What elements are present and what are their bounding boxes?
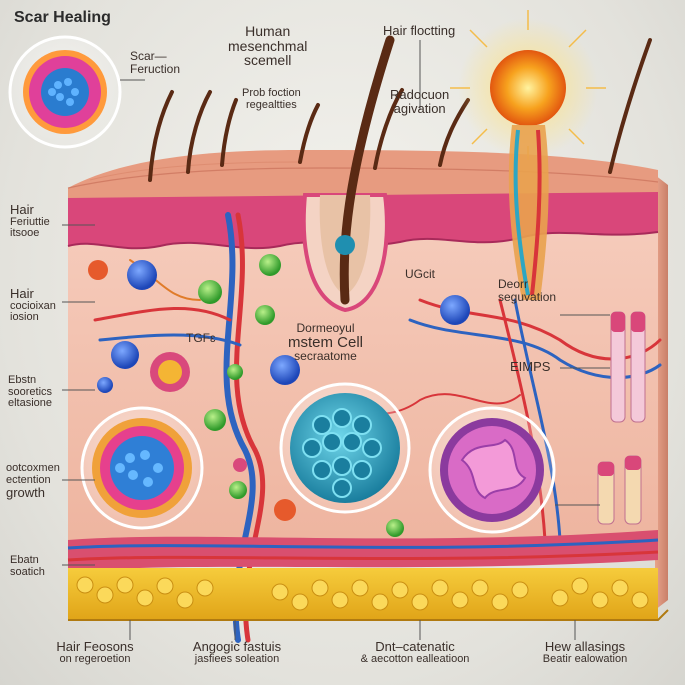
label-hair-follicle-top: Hair floctting (383, 23, 456, 38)
label-tgfb: TGFɛ (186, 331, 216, 345)
hair-follicle-center (301, 35, 395, 313)
label-left-hair-collagen: Hair cocioixan iosion (10, 286, 56, 324)
block-side-face (655, 175, 668, 610)
collagen-growth-inset (80, 406, 204, 530)
label-bottom-dnt: Dnt–catenatic & aecotton ealleatioon (360, 639, 470, 665)
fat-cells (76, 576, 649, 611)
label-ugci: UGcit (405, 267, 435, 281)
leader-lines (62, 40, 610, 640)
scar-reduction-inset (8, 35, 122, 149)
label-human-msc: Human mesenchmal scemell (228, 23, 308, 69)
label-left-elastin: Ebstn sooretics eltasione (8, 374, 53, 410)
diagram-title: Scar Healing (14, 9, 111, 26)
ecm-remodeling-inset (428, 406, 556, 534)
label-left-elastin-bottom: Ebatn soatich (10, 554, 45, 578)
label-left-collagen: ootcoxmen ectention growth (6, 462, 60, 501)
label-left-hair-follicle: Hair Feriuttie itsooe (10, 202, 50, 240)
vial-icon (597, 311, 646, 525)
floating-cells (88, 254, 470, 537)
label-prob-factors: Prob foction regealtties (242, 87, 301, 111)
label-scar-reduction: Scar— Feruction (130, 49, 181, 76)
label-reduction-activation: Radocuon agivation (390, 87, 450, 116)
label-dermal-center: Dormeoyul mstem Cell secraatome (288, 321, 364, 364)
sun-burst-icon (450, 10, 606, 300)
label-bottom-angio: Angogic fastuis jasfiees soleation (192, 639, 282, 665)
label-deorr-segregation: Deorr seguvation (498, 277, 557, 304)
hair-shafts (148, 38, 652, 182)
label-bottom-hair: Hair Feosons on regeroetion (56, 639, 134, 665)
label-bottom-new: Hew allasings Beatir ealowation (542, 639, 628, 665)
reticular-dermis-bands (67, 530, 659, 572)
stem-cell-icon (279, 382, 411, 514)
label-emps: EIMPS (510, 359, 551, 374)
